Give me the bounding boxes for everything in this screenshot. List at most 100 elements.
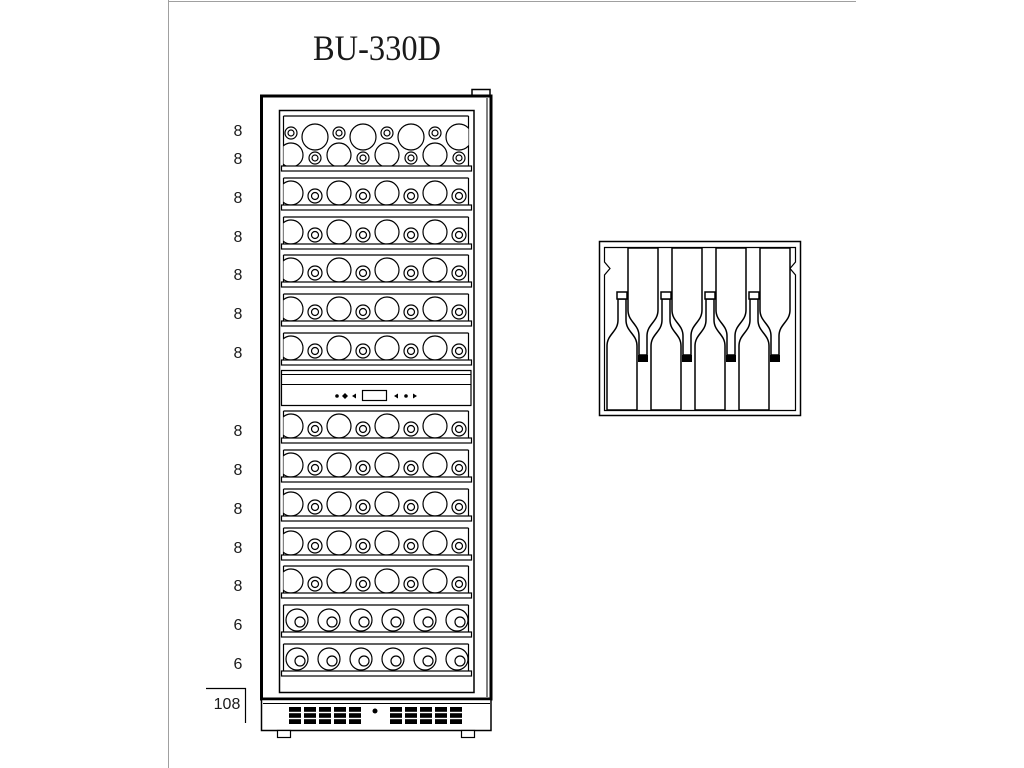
bottle-mouth-icon	[310, 463, 320, 473]
bottle-neck-icon	[390, 655, 402, 667]
inverted-bottle	[627, 247, 659, 362]
bottle-mouth-icon	[406, 191, 416, 201]
bottle-neck-icon	[422, 616, 434, 628]
bottle-base-icon	[326, 257, 352, 283]
bottle-mouth-icon	[358, 463, 368, 473]
bottle-row	[283, 413, 467, 439]
bottle-base-icon	[283, 452, 304, 478]
grille-vent	[405, 707, 417, 724]
bottle-mouth-icon	[431, 129, 439, 137]
bottle-mouth-icon	[358, 191, 368, 201]
bottle-mouth-icon	[311, 154, 319, 162]
bottle-neck-icon	[294, 655, 306, 667]
upright-bottle	[694, 291, 726, 411]
bottle-mouth-icon	[310, 191, 320, 201]
bottle-base-icon	[283, 491, 304, 517]
cabinet-base	[260, 698, 492, 739]
wine-shelf	[280, 527, 473, 561]
bottle-base-icon	[422, 491, 448, 517]
bottle-neck-icon	[326, 616, 338, 628]
bottle-mouth-icon	[406, 502, 416, 512]
touch-key-icon	[352, 393, 356, 399]
capacity-labels: 8 8 8 8 8 8 8 8 8 8 8 8 6 6	[234, 123, 243, 673]
bottle-row	[283, 180, 467, 206]
bottle-row	[285, 647, 469, 671]
grille-vent	[334, 707, 346, 724]
bottle-base-icon	[422, 257, 448, 283]
bottle-mouth-icon	[406, 541, 416, 551]
wine-shelf	[280, 293, 473, 327]
bottle-cap	[704, 291, 716, 300]
bottle-mouth-icon	[454, 463, 464, 473]
bottle-base-icon	[326, 530, 352, 556]
bottle-neck-icon	[390, 616, 402, 628]
shelf-front-rail	[280, 631, 473, 638]
bottle-mouth-icon	[358, 268, 368, 278]
bottle-mouth-icon	[406, 268, 416, 278]
bottle-mouth-icon	[358, 346, 368, 356]
bottle-mouth-icon	[358, 307, 368, 317]
capacity-label: 8	[234, 306, 243, 323]
capacity-label: 8	[234, 123, 243, 140]
bottle-mouth-icon	[454, 230, 464, 240]
bottle-base-icon	[283, 530, 304, 556]
bottle-base-icon	[397, 123, 425, 151]
capacity-label: 8	[234, 151, 243, 168]
wine-cooler-front-view	[260, 88, 493, 739]
bottle-base-icon	[283, 257, 304, 283]
shelf-front-rail	[280, 359, 473, 366]
bottle-mouth-icon	[335, 129, 343, 137]
shelf-front-rail	[280, 204, 473, 211]
bottle-mouth-icon	[406, 346, 416, 356]
bottle-mouth-icon	[310, 579, 320, 589]
grille-vent	[450, 707, 462, 724]
bottle-row	[283, 491, 467, 517]
bottle-row-stacked	[283, 123, 469, 168]
foot-right	[460, 729, 476, 739]
bottle-base-icon	[283, 413, 304, 439]
bottle-base-icon	[422, 296, 448, 322]
grille-block	[304, 707, 316, 724]
touch-key-icon	[413, 393, 417, 399]
wine-shelf	[280, 410, 473, 444]
capacity-label: 8	[234, 578, 243, 595]
inverted-bottle	[715, 247, 747, 362]
inverted-bottle	[759, 247, 791, 362]
grille-block	[289, 707, 301, 724]
wine-shelf	[280, 449, 473, 483]
bottle-mouth-icon	[406, 579, 416, 589]
bottle-mouth-icon	[454, 191, 464, 201]
grille-vent	[435, 707, 447, 724]
bottle-base-icon	[326, 219, 352, 245]
grille-vent	[304, 707, 316, 724]
upright-bottle	[650, 291, 682, 411]
bottle-base-icon	[374, 296, 400, 322]
bottle-base-icon	[326, 491, 352, 517]
control-panel	[280, 369, 472, 407]
bottle-mouth-icon	[454, 541, 464, 551]
bottle-mouth-icon	[406, 307, 416, 317]
glass-panel	[278, 109, 475, 694]
bottle-base-icon	[283, 296, 304, 322]
grille-block	[450, 707, 462, 724]
bottle-row	[283, 568, 467, 594]
bottle-base-icon	[422, 219, 448, 245]
bottle-neck-icon	[358, 655, 370, 667]
wine-shelf	[280, 643, 473, 677]
bottle-row	[283, 296, 467, 322]
bottle-neck-icon	[358, 616, 370, 628]
capacity-label: 8	[234, 267, 243, 284]
bottle-mouth-icon	[358, 424, 368, 434]
shelf-front-rail	[280, 243, 473, 250]
bottle-neck-icon	[454, 655, 466, 667]
wine-shelf	[280, 254, 473, 288]
bottle-base-icon	[422, 335, 448, 361]
grille-block	[349, 707, 361, 724]
bottle-base-icon	[283, 219, 304, 245]
bottle-base-icon	[283, 180, 304, 206]
bottle-base-icon	[374, 452, 400, 478]
grille-block	[334, 707, 346, 724]
grille-vent	[420, 707, 432, 724]
bottle-mouth-icon	[454, 307, 464, 317]
capacity-label: 8	[234, 345, 243, 362]
